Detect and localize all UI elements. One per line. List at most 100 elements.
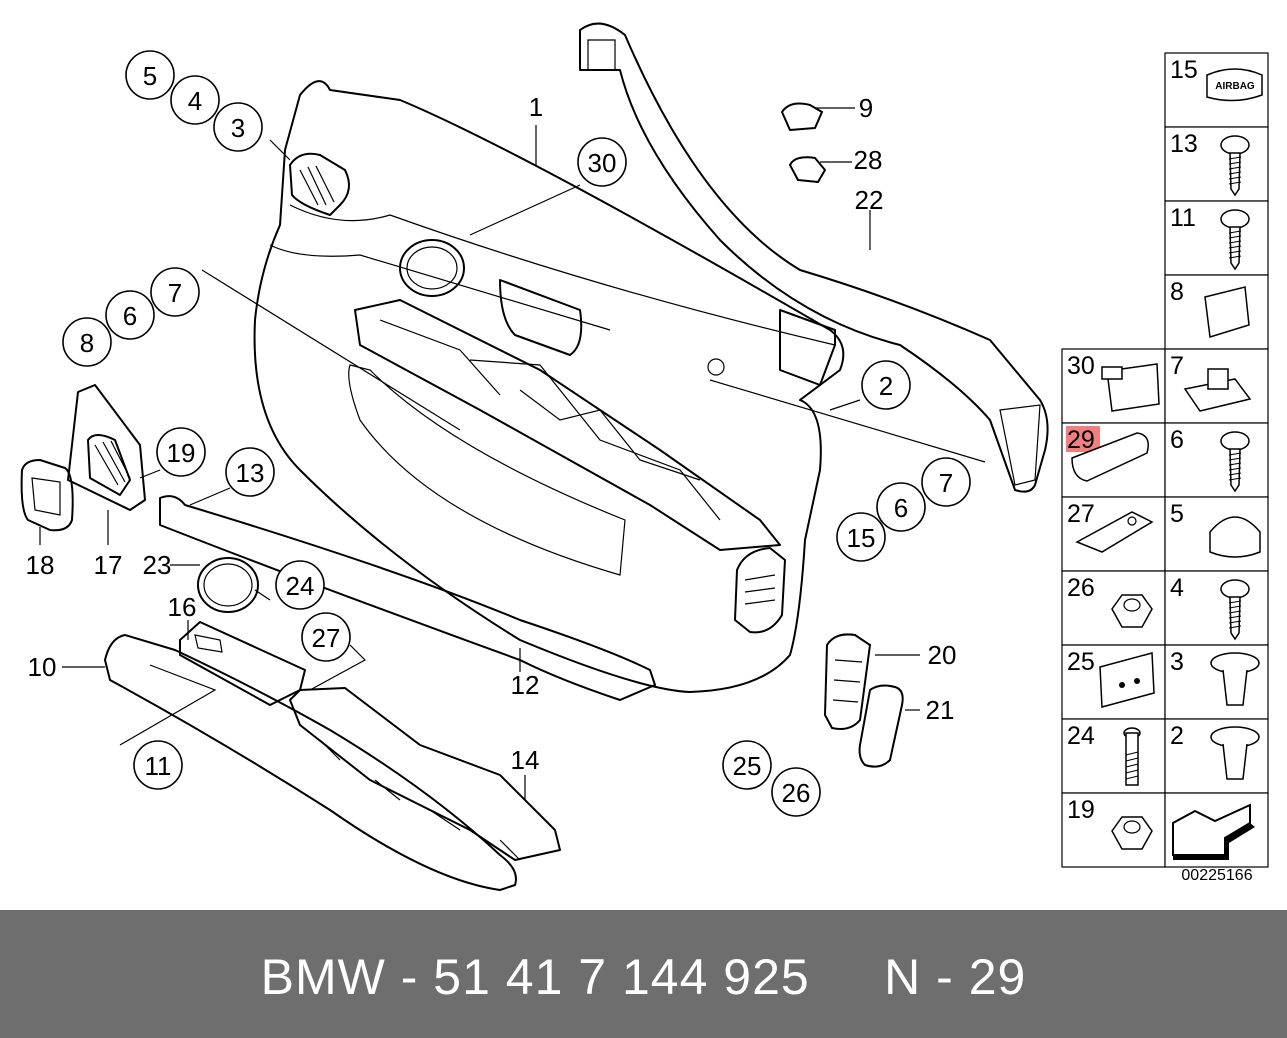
grid-part-number: 13 — [1170, 130, 1198, 158]
screw-icon — [1220, 209, 1250, 271]
callout-number: 8 — [80, 328, 94, 358]
footer-bar: BMW - 51 41 7 144 925 N - 29 — [0, 910, 1287, 1038]
grid-part-number: 15 — [1170, 56, 1198, 84]
cover-cap-icon — [1204, 286, 1250, 338]
callout-number: 4 — [188, 86, 202, 116]
callout-bubble: 25 — [722, 740, 772, 790]
grid-part-number: 24 — [1067, 722, 1095, 750]
part-label: 17 — [94, 550, 123, 580]
airbag-badge-icon: AIRBAG — [1206, 68, 1263, 102]
small-parts-grid: AIRBAG 15 13 11 8 30 7 29 6 27 5 26 4 25 3 24 2 19 — [1061, 52, 1269, 868]
grid-cell: 26 — [1061, 570, 1166, 646]
highlight-marker — [1066, 426, 1100, 452]
part-label: 20 — [928, 640, 957, 670]
door-trim-panel — [253, 80, 845, 693]
callout-number: 6 — [894, 493, 908, 523]
expanding-rivet-icon — [1210, 652, 1260, 706]
callout-number: 11 — [145, 751, 172, 781]
screw-icon — [1220, 135, 1250, 197]
reference-code: 00225166 — [1181, 867, 1252, 884]
part-label: 28 — [854, 145, 883, 175]
grid-part-number: 8 — [1170, 278, 1184, 306]
part-label: 14 — [511, 745, 540, 775]
part-label: 9 — [859, 93, 873, 123]
callout-bubble: 3 — [213, 102, 263, 152]
spring-clip-icon — [1075, 511, 1154, 553]
callout-bubble: 7 — [921, 457, 971, 507]
grid-cell: 25 — [1061, 644, 1166, 720]
grid-cell: 11 — [1164, 200, 1269, 276]
grid-cell: 27 — [1061, 496, 1166, 572]
part-label: 10 — [28, 652, 57, 682]
callout-number: 15 — [847, 523, 876, 553]
hex-nut-icon — [1111, 816, 1153, 850]
grid-cell: 6 — [1164, 422, 1269, 498]
callout-number: 5 — [143, 61, 157, 91]
callout-number: 7 — [168, 278, 182, 308]
callout-bubble: 2 — [861, 360, 911, 410]
grid-part-number: 4 — [1170, 574, 1184, 602]
grid-part-number: 19 — [1067, 796, 1095, 824]
callout-bubble: 15 — [836, 512, 886, 562]
callout-bubble: 4 — [170, 75, 220, 125]
handle-trim-strip — [579, 22, 1049, 493]
grid-part-number: 2 — [1170, 722, 1184, 750]
callout-number: 27 — [312, 623, 341, 653]
callout-bubble: 8 — [62, 317, 112, 367]
grid-part-number: 3 — [1170, 648, 1184, 676]
callout-bubble: 6 — [105, 290, 155, 340]
callout-bubble: 5 — [125, 50, 175, 100]
hex-nut-icon — [1111, 594, 1153, 628]
grid-cell: 7 — [1164, 348, 1269, 424]
callout-number: 26 — [782, 778, 811, 808]
grid-cell: 8 — [1164, 274, 1269, 350]
cover-pad-icon — [1071, 432, 1149, 482]
grid-part-number: 7 — [1170, 352, 1184, 380]
callout-number: 13 — [236, 458, 265, 488]
callout-number: 6 — [123, 301, 137, 331]
part-label: 16 — [168, 592, 197, 622]
callout-number: 3 — [231, 113, 245, 143]
bolt-icon — [1123, 727, 1141, 786]
part-label: 1 — [529, 92, 543, 122]
part-label: 18 — [26, 550, 55, 580]
callout-number: 24 — [286, 571, 315, 601]
grid-cell: 5 — [1164, 496, 1269, 572]
grid-cell: 4 — [1164, 570, 1269, 646]
grid-cell: 3 — [1164, 644, 1269, 720]
grid-part-number: 30 — [1067, 352, 1095, 380]
expanding-rivet-icon — [1210, 726, 1260, 780]
callout-number: 25 — [733, 751, 762, 781]
grid-part-number: 6 — [1170, 426, 1184, 454]
callout-bubble: 11 — [133, 740, 183, 790]
callout-number: 19 — [167, 438, 196, 468]
cap-icon — [1209, 516, 1261, 558]
side-pieces — [20, 102, 904, 891]
callout-number: 2 — [879, 371, 893, 401]
grid-part-number: 5 — [1170, 500, 1184, 528]
callout-bubble: 30 — [577, 137, 627, 187]
part-label: 22 — [855, 185, 884, 215]
grid-cell: 30 — [1061, 348, 1166, 424]
grid-cell: 29 — [1061, 422, 1166, 498]
callout-bubble: 7 — [150, 267, 200, 317]
callout-bubble: 26 — [771, 767, 821, 817]
grid-cell: 13 — [1164, 126, 1269, 202]
clip-icon — [1101, 363, 1160, 412]
grid-cell: 24 — [1061, 718, 1166, 794]
grid-part-number: 29 — [1067, 426, 1095, 454]
badge-text: AIRBAG — [1215, 81, 1255, 92]
grid-part-number: 27 — [1067, 500, 1095, 528]
grid-part-number: 11 — [1170, 204, 1196, 232]
part-label: 21 — [926, 695, 955, 725]
part-label: 23 — [143, 550, 172, 580]
callout-bubble: 24 — [275, 560, 325, 610]
grid-part-number: 25 — [1067, 648, 1095, 676]
arrow-icon — [1172, 803, 1255, 860]
grid-part-number: 26 — [1067, 574, 1095, 602]
grid-cell: 2 — [1164, 718, 1269, 794]
screw-icon — [1220, 431, 1250, 493]
